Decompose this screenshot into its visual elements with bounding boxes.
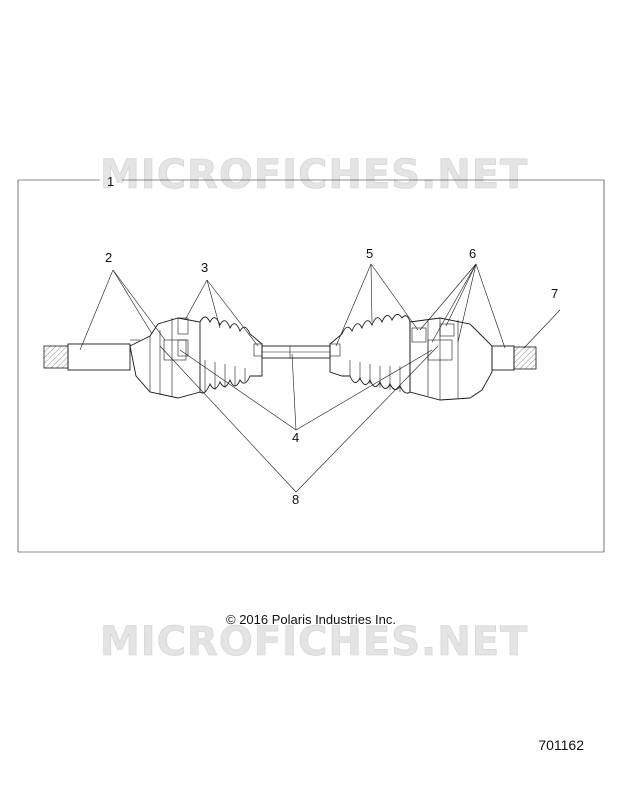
callout-7: 7 xyxy=(551,286,558,301)
center-shaft xyxy=(261,345,331,359)
frame-label: 1 xyxy=(107,174,114,189)
inner-boot xyxy=(199,316,263,394)
outer-boot xyxy=(329,314,411,394)
callout-8: 8 xyxy=(292,492,299,507)
assembly-frame xyxy=(17,179,605,553)
copyright-notice: © 2016 Polaris Industries Inc. xyxy=(226,612,396,627)
leader-lines xyxy=(79,263,561,493)
callout-5: 5 xyxy=(366,246,373,261)
callout-2: 2 xyxy=(105,250,112,265)
callout-4: 4 xyxy=(292,430,299,445)
callout-3: 3 xyxy=(201,260,208,275)
outer-stub-shaft xyxy=(491,345,537,371)
inner-stub-shaft xyxy=(43,339,140,371)
outer-cv-joint xyxy=(409,317,493,401)
callout-6: 6 xyxy=(469,246,476,261)
watermark-top: MICROFICHES.NET xyxy=(100,152,528,198)
diagram-part-number: 701162 xyxy=(538,737,584,753)
watermark-bottom: MICROFICHES.NET xyxy=(100,619,528,665)
inner-cv-joint xyxy=(129,317,201,399)
